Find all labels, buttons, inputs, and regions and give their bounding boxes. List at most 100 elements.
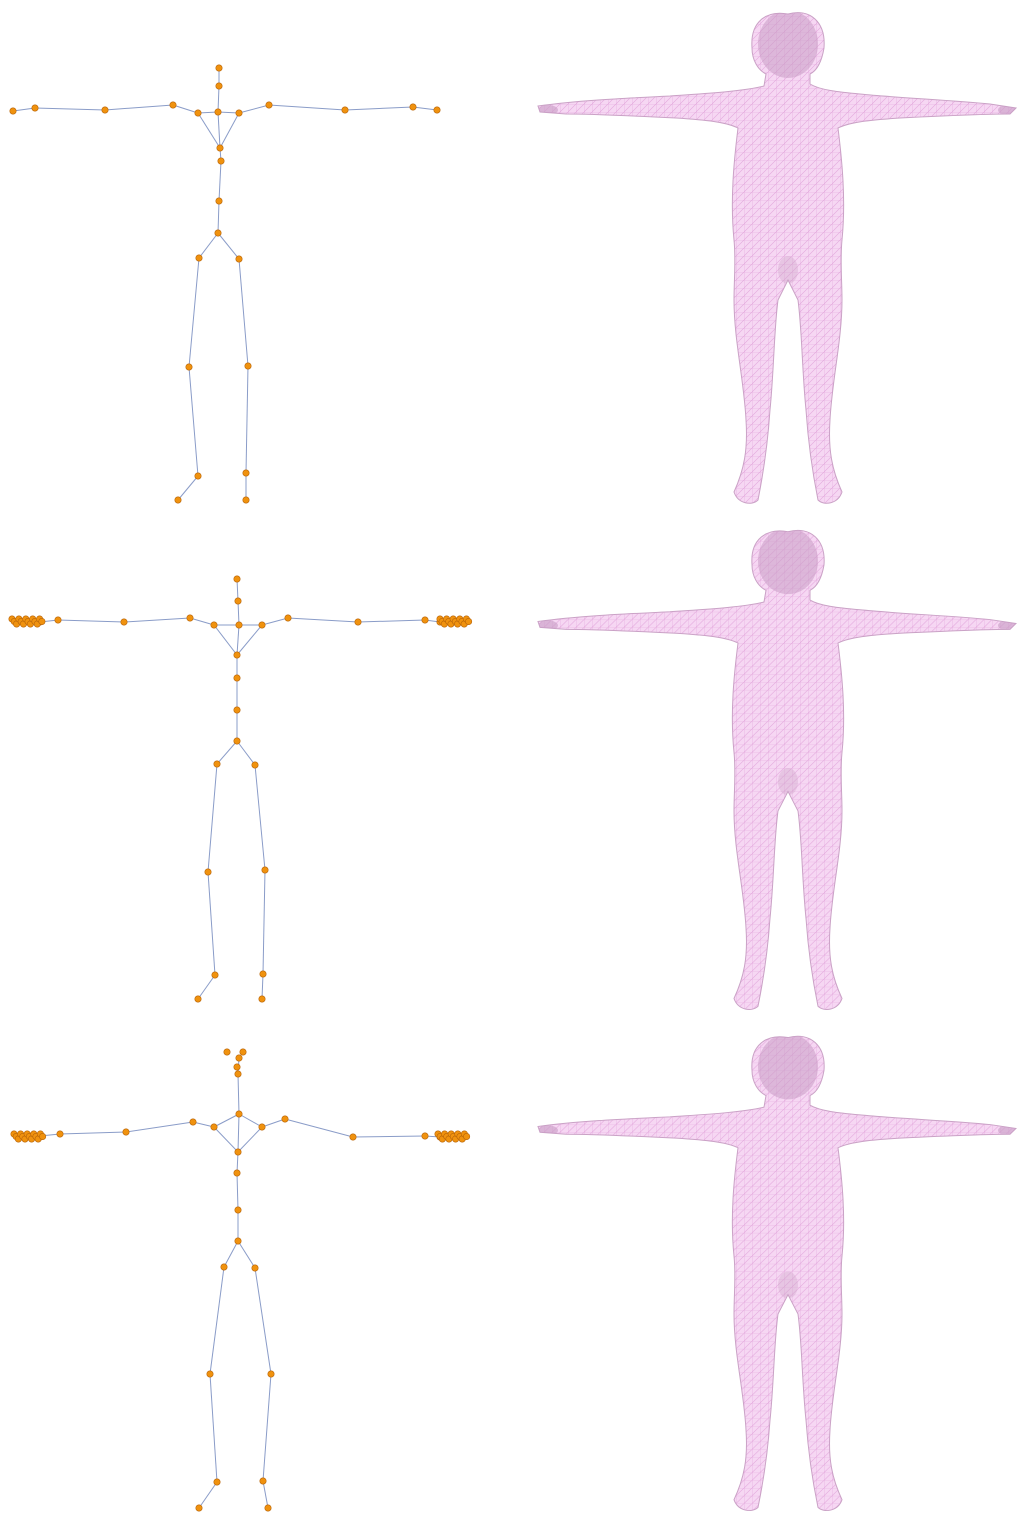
- bone: [173, 105, 198, 113]
- joint-marker: [195, 473, 201, 479]
- bone: [237, 741, 255, 765]
- joint-marker: [465, 618, 471, 624]
- bone: [237, 1173, 238, 1210]
- bone: [237, 625, 262, 655]
- joint-marker: [214, 1479, 220, 1485]
- joint-marker: [187, 615, 193, 621]
- joint-marker: [259, 1124, 265, 1130]
- joint-marker: [217, 145, 223, 151]
- bone: [237, 625, 239, 655]
- joint-marker: [221, 1264, 227, 1270]
- bone: [239, 105, 269, 113]
- joint-marker: [234, 738, 240, 744]
- joint-marker: [234, 1170, 240, 1176]
- bone: [262, 618, 288, 625]
- joint-marker: [240, 1049, 246, 1055]
- bone: [218, 201, 219, 233]
- head-shading: [758, 1034, 818, 1100]
- joint-marker: [224, 1049, 230, 1055]
- joint-marker: [39, 618, 45, 624]
- bone: [126, 1122, 193, 1132]
- bone: [238, 1114, 239, 1152]
- joint-marker: [212, 972, 218, 978]
- joint-marker: [236, 110, 242, 116]
- head-shading: [758, 10, 818, 78]
- body-mesh-icon: [520, 518, 1017, 1018]
- bone: [246, 366, 248, 473]
- joint-marker: [236, 1055, 242, 1061]
- joint-marker: [260, 1478, 266, 1484]
- joint-marker: [422, 1133, 428, 1139]
- skeleton-joints-icon: [0, 0, 490, 512]
- bone: [262, 974, 263, 999]
- bone: [58, 620, 124, 622]
- bone: [358, 620, 425, 622]
- joint-marker: [39, 1133, 45, 1139]
- bone: [189, 258, 199, 367]
- joint-marker: [410, 104, 416, 110]
- joint-marker: [243, 470, 249, 476]
- joint-marker: [214, 761, 220, 767]
- body-mesh-icon: [520, 1024, 1017, 1519]
- mesh-panel-2: [520, 518, 1017, 1018]
- joint-marker: [259, 622, 265, 628]
- mesh-panel-1: [520, 0, 1017, 512]
- bone: [105, 105, 173, 110]
- joint-marker: [282, 1116, 288, 1122]
- bone: [239, 1114, 262, 1127]
- skeleton-joints-hands-face-icon: [0, 1012, 490, 1519]
- bone: [255, 1268, 271, 1374]
- joint-marker: [196, 255, 202, 261]
- skeleton-panel-3: [0, 1012, 490, 1519]
- bone: [263, 870, 265, 974]
- body-mesh-surface: [538, 13, 1016, 504]
- joint-marker: [121, 619, 127, 625]
- joint-marker: [350, 1134, 356, 1140]
- skeleton-panel-2: [0, 512, 490, 1012]
- bone: [353, 1136, 425, 1137]
- bone: [214, 1114, 239, 1127]
- bone: [217, 741, 237, 764]
- bone: [238, 601, 239, 625]
- joint-marker: [32, 105, 38, 111]
- joint-marker: [234, 707, 240, 713]
- joint-marker: [186, 364, 192, 370]
- joint-marker: [285, 615, 291, 621]
- joint-marker: [252, 762, 258, 768]
- joint-marker: [236, 622, 242, 628]
- joint-marker: [196, 1505, 202, 1511]
- bone: [218, 233, 239, 259]
- joint-marker: [235, 1238, 241, 1244]
- bone: [262, 1119, 285, 1127]
- joint-marker: [236, 1111, 242, 1117]
- joint-marker: [266, 102, 272, 108]
- bone: [220, 113, 239, 148]
- bone: [210, 1374, 217, 1482]
- bone: [224, 1241, 238, 1267]
- bone: [345, 107, 413, 110]
- joint-marker: [235, 1149, 241, 1155]
- bone: [214, 1127, 238, 1152]
- bone: [238, 1127, 262, 1152]
- joint-marker: [57, 1131, 63, 1137]
- joint-marker: [216, 65, 222, 71]
- joint-marker: [211, 1124, 217, 1130]
- joint-marker: [234, 652, 240, 658]
- bone: [255, 765, 265, 870]
- joint-marker: [235, 598, 241, 604]
- head-shading: [758, 528, 818, 594]
- joint-marker: [434, 107, 440, 113]
- joint-marker: [195, 996, 201, 1002]
- joint-marker: [175, 497, 181, 503]
- body-mesh-icon: [520, 0, 1017, 512]
- joint-marker: [218, 158, 224, 164]
- joint-marker: [265, 1505, 271, 1511]
- bone: [35, 108, 105, 110]
- bone: [198, 113, 220, 148]
- bone: [210, 1267, 224, 1374]
- joint-marker: [234, 1064, 240, 1070]
- bone: [208, 872, 215, 975]
- mesh-panel-3: [520, 1024, 1017, 1519]
- joint-marker: [215, 109, 221, 115]
- joint-marker: [355, 619, 361, 625]
